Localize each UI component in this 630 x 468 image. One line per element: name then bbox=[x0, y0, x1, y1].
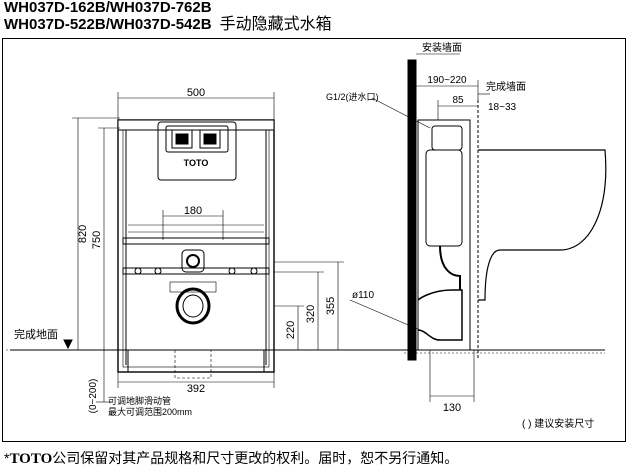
toilet-bowl bbox=[478, 149, 607, 301]
dim-190-220: 190~220 bbox=[427, 75, 467, 86]
flush-pipe bbox=[439, 245, 461, 290]
dim-180: 180 bbox=[184, 205, 202, 217]
dim-820: 820 bbox=[77, 225, 89, 243]
dim-355: 355 bbox=[325, 297, 337, 315]
flush-plate bbox=[165, 125, 229, 153]
cross-bar-2 bbox=[122, 267, 270, 275]
front-dimensions bbox=[72, 92, 344, 403]
leg-note-2: 最大可调范围200mm bbox=[108, 406, 192, 417]
dim-leg-adjust: (0~200) bbox=[88, 379, 99, 414]
leg-note-1: 可调地脚滑动管 bbox=[108, 395, 171, 406]
footer-text: 公司保留对其产品规格和尺寸更改的权利。届时，恕不另行通知。 bbox=[52, 450, 459, 466]
dim-18-33: 18~33 bbox=[488, 102, 517, 113]
install-wall bbox=[407, 59, 417, 361]
title-models: WH037D-522B/WH037D-542B bbox=[4, 16, 212, 33]
foot-left bbox=[117, 349, 129, 373]
dim-392: 392 bbox=[187, 383, 205, 395]
cistern bbox=[157, 121, 237, 181]
dim-85: 85 bbox=[452, 95, 464, 106]
footer-mark: * bbox=[4, 450, 10, 466]
dim-130: 130 bbox=[443, 402, 461, 414]
dim-220: 220 bbox=[285, 321, 297, 339]
footer-disclaimer: *TOTO公司保留对其产品规格和尺寸更改的权利。届时，恕不另行通知。 bbox=[4, 448, 458, 468]
wall-label: 安装墙面 bbox=[422, 41, 462, 54]
frame-top-bar bbox=[117, 119, 275, 131]
dim-500: 500 bbox=[187, 87, 205, 99]
footer-brand: TOTO bbox=[9, 451, 53, 467]
floor-marker-icon bbox=[63, 339, 73, 350]
toto-logo: TOTO bbox=[184, 158, 209, 168]
drawing-frame bbox=[2, 38, 626, 442]
side-drain bbox=[417, 289, 463, 341]
pipe-diameter: ø110 bbox=[352, 290, 374, 301]
foot-right bbox=[263, 349, 275, 373]
dim-320: 320 bbox=[305, 305, 317, 323]
side-cistern bbox=[425, 149, 463, 247]
title-line-1: WH037D-162B/WH037D-762B bbox=[4, 0, 212, 16]
side-dimensions bbox=[349, 53, 490, 402]
title-product-name: 手动隐藏式水箱 bbox=[219, 16, 332, 33]
drain-pipe bbox=[175, 287, 211, 325]
install-note: ( ) 建议安装尺寸 bbox=[522, 417, 594, 430]
finished-wall-label: 完成墙面 bbox=[486, 80, 526, 93]
title-line-2: WH037D-522B/WH037D-542B 手动隐藏式水箱 bbox=[4, 17, 332, 33]
floor-label: 完成地面 bbox=[14, 327, 58, 341]
cross-bar-1 bbox=[122, 237, 270, 245]
inlet-connector bbox=[181, 249, 205, 273]
inlet-label: G1/2(进水口) bbox=[326, 91, 379, 102]
dim-750: 750 bbox=[91, 231, 103, 249]
